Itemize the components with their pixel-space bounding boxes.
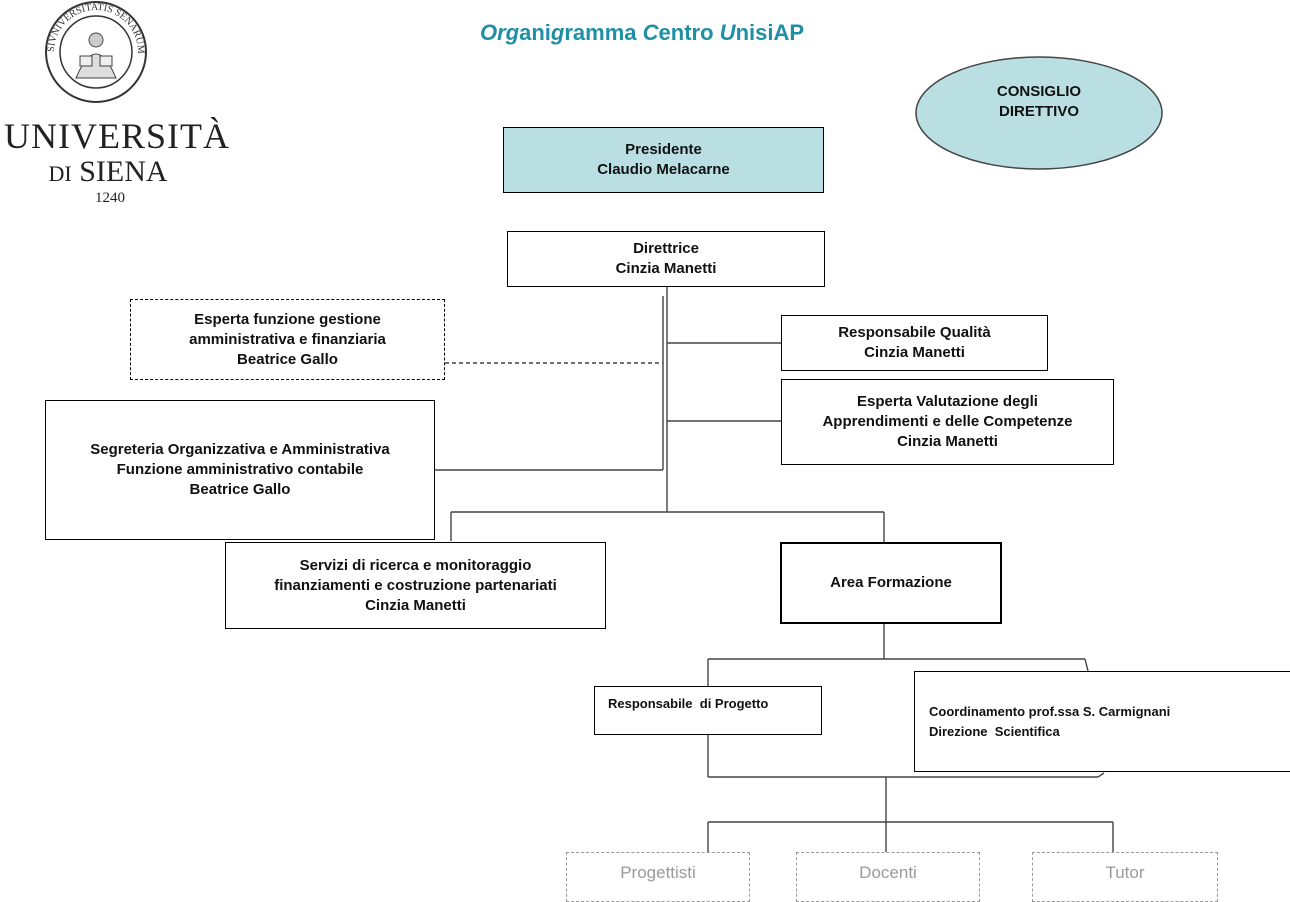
responsabile-progetto-label: Responsabile di Progetto	[608, 696, 769, 711]
logo-university: UNIVERSITÀ	[4, 116, 230, 156]
esperta-funzione-box: Esperta funzione gestione amministrativa…	[130, 299, 445, 380]
esperta-valutazione-line1: Esperta Valutazione degli	[857, 393, 1038, 410]
university-seal-icon: SIVNIVERSITATIS SENARUM MCCXXXX	[36, 0, 147, 103]
segreteria-line2: Funzione amministrativo contabile	[116, 461, 364, 478]
consiglio-ellipse	[915, 56, 1163, 170]
bracket-tip	[1097, 772, 1105, 778]
responsabile-qualita-name: Cinzia Manetti	[864, 344, 965, 361]
responsabile-qualita-role: Responsabile Qualità	[838, 324, 991, 341]
presidente-box: Presidente Claudio Melacarne	[503, 127, 824, 193]
title-part: ramma	[564, 20, 643, 45]
servizi-line2: finanziamenti e costruzione partenariati	[274, 576, 557, 594]
title-part: U	[719, 20, 736, 45]
servizi-line1: Servizi di ricerca e monitoraggio	[299, 556, 532, 574]
servizi-name: Cinzia Manetti	[365, 596, 466, 614]
tutor-box: Tutor	[1032, 852, 1218, 902]
area-right	[1084, 658, 1089, 672]
progettisti-label: Progettisti	[620, 863, 696, 882]
consiglio-direttivo: CONSIGLIO DIRETTIVO	[960, 82, 1118, 122]
title-part: ani	[519, 20, 551, 45]
esperta-funzione-line1: Esperta funzione gestione	[194, 310, 381, 328]
area-formazione-label: Area Formazione	[830, 574, 952, 591]
direttrice-box: Direttrice Cinzia Manetti	[507, 231, 825, 287]
segreteria-name: Beatrice Gallo	[189, 481, 291, 498]
progettisti-box: Progettisti	[566, 852, 750, 902]
title-part: C	[642, 20, 659, 45]
page-title: Organigramma Centro UnisiAP	[480, 20, 804, 46]
logo-siena-row: DI SIENA	[28, 155, 188, 191]
direttrice-role: Direttrice	[633, 240, 699, 257]
title-part: entro	[658, 20, 720, 45]
segreteria-line1: Segreteria Organizzativa e Amministrativ…	[90, 441, 390, 458]
direttrice-name: Cinzia Manetti	[615, 260, 717, 277]
esperta-funzione-line2: amministrativa e finanziaria	[189, 330, 386, 348]
esperta-valutazione-line2: Apprendimenti e delle Competenze	[822, 413, 1073, 430]
title-part: g	[550, 20, 565, 45]
logo-siena: SIENA	[79, 155, 168, 188]
presidente-name: Claudio Melacarne	[597, 161, 730, 178]
coordinamento-box: Coordinamento prof.ssa S. Carmignani Dir…	[914, 671, 1290, 772]
responsabile-progetto-box: Responsabile di Progetto	[594, 686, 822, 735]
title-part: nisiAP	[735, 20, 805, 45]
area-formazione-box: Area Formazione	[780, 542, 1002, 624]
docenti-label: Docenti	[859, 863, 917, 882]
coordinamento-line1: Coordinamento prof.ssa S. Carmignani	[929, 703, 1171, 719]
responsabile-qualita-box: Responsabile Qualità Cinzia Manetti	[781, 315, 1048, 371]
esperta-funzione-name: Beatrice Gallo	[237, 350, 338, 368]
esperta-valutazione-name: Cinzia Manetti	[897, 433, 998, 450]
logo-di: DI	[48, 161, 72, 186]
docenti-box: Docenti	[796, 852, 980, 902]
segreteria-box: Segreteria Organizzativa e Amministrativ…	[45, 400, 435, 540]
consiglio-line2: DIRETTIVO	[998, 103, 1079, 120]
tutor-label: Tutor	[1105, 863, 1145, 882]
presidente-role: Presidente	[625, 141, 702, 158]
esperta-valutazione-box: Esperta Valutazione degli Apprendimenti …	[781, 379, 1114, 465]
logo-year: 1240	[95, 190, 125, 206]
servizi-box: Servizi di ricerca e monitoraggio finanz…	[225, 542, 606, 629]
title-part: Org	[480, 20, 520, 45]
coordinamento-line2: Direzione Scientifica	[929, 723, 1060, 739]
consiglio-line1: CONSIGLIO	[996, 83, 1082, 100]
